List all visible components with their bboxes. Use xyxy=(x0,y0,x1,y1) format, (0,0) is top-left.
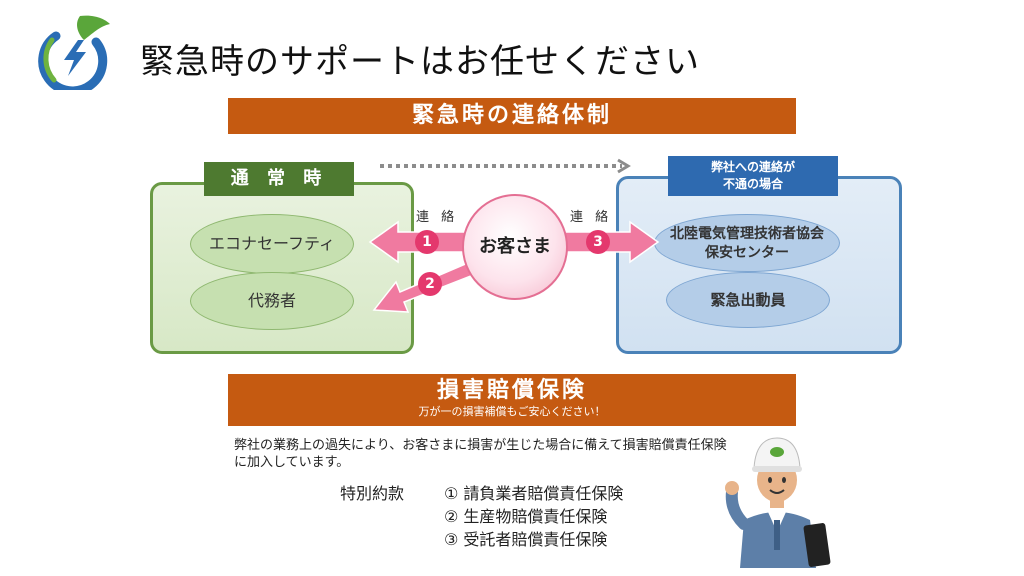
customer-circle: お客さま xyxy=(462,194,568,300)
contact-failure-label: 弊社への連絡が 不通の場合 xyxy=(668,156,838,196)
insurance-description: 弊社の業務上の過失により、お客さまに損害が生じた場合に備えて損害賠償責任保険に加… xyxy=(234,438,727,470)
dotted-arrow-icon xyxy=(380,158,631,174)
worker-illustration-icon xyxy=(725,437,831,568)
special-clause-label: 特別約款 xyxy=(340,484,405,503)
econa-safety-ellipse: エコナセーフティ xyxy=(190,214,354,274)
normal-time-label: 通 常 時 xyxy=(204,162,354,196)
badge-1: 1 xyxy=(415,230,439,254)
hokuriku-line2: 保安センター xyxy=(705,245,789,261)
company-logo-icon xyxy=(38,15,110,90)
contact-label-left: 連 絡 xyxy=(416,210,459,225)
insurance-subtitle: 万が一の損害補償もご安心ください！ xyxy=(418,405,606,418)
insurance-item: ① 請負業者賠償責任保険 xyxy=(444,484,624,503)
insurance-item: ③ 受託者賠償責任保険 xyxy=(444,530,608,549)
emergency-dispatch-ellipse: 緊急出動員 xyxy=(666,272,830,328)
page-title: 緊急時のサポートはお任せください xyxy=(140,42,700,82)
contact-label-right: 連 絡 xyxy=(570,210,613,225)
badge-2: 2 xyxy=(418,272,442,296)
hokuriku-association-ellipse: 北陸電気管理技術者協会 保安センター xyxy=(654,214,840,272)
insurance-title: 損害賠償保険 xyxy=(436,378,587,403)
insurance-section-header: 損害賠償保険 万が一の損害補償もご安心ください！ xyxy=(228,374,796,426)
insurance-item: ② 生産物賠償責任保険 xyxy=(444,507,608,526)
hokuriku-line1: 北陸電気管理技術者協会 xyxy=(670,226,824,242)
substitute-ellipse: 代務者 xyxy=(190,272,354,330)
contact-section-title: 緊急時の連絡体制 xyxy=(228,98,796,134)
badge-3: 3 xyxy=(586,230,610,254)
contact-failure-label-line2: 不通の場合 xyxy=(722,177,783,191)
contact-failure-label-line1: 弊社への連絡が xyxy=(710,160,795,174)
